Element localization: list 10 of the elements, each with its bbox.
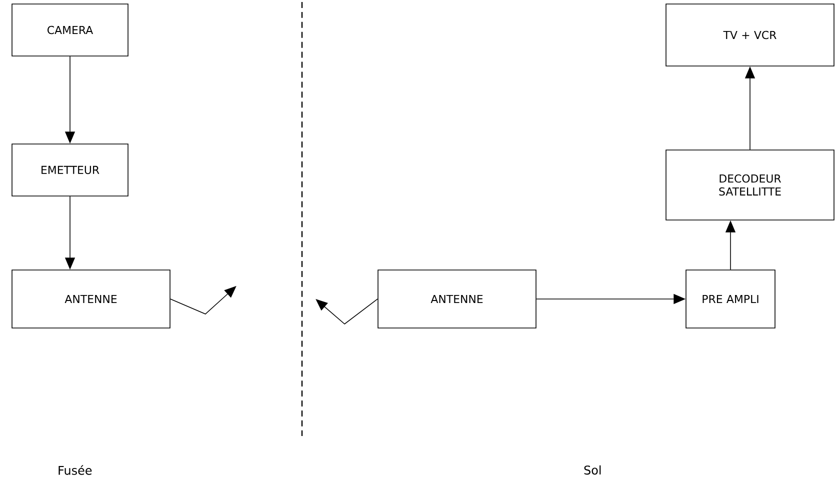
block-box: TV + VCR	[666, 4, 834, 66]
section-label: Fusée	[58, 465, 92, 475]
block-box: EMETTEUR	[12, 144, 128, 196]
block-box: ANTENNE	[12, 270, 170, 328]
antenna-symbol	[170, 286, 236, 314]
block-box: PRE AMPLI	[686, 270, 776, 328]
block-box: CAMERA	[12, 4, 128, 56]
section-label: Sol	[584, 465, 601, 475]
block-box: ANTENNE	[378, 270, 536, 328]
block-box: DECODEUR SATELLITTE	[666, 150, 834, 220]
